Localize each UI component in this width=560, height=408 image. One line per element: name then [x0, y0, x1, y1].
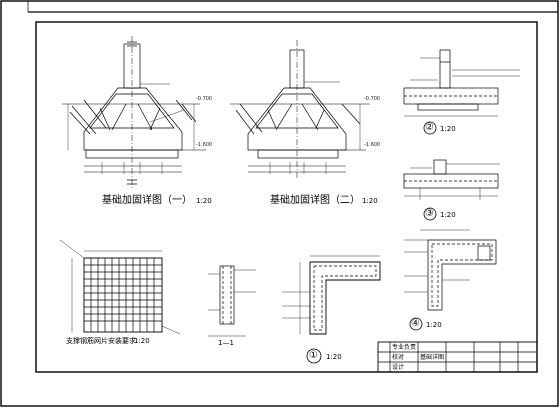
detail-2-drawing — [403, 49, 520, 135]
foundation-detail-2 — [230, 40, 370, 178]
title-block-drawing-name: 基础详图 — [420, 354, 445, 361]
detail3-marker — [423, 207, 437, 221]
foundation-detail-1 — [62, 36, 206, 190]
detail3-column — [433, 159, 447, 175]
detail4-marker — [409, 317, 423, 331]
level-label-d2-bottom: -1.600 — [364, 142, 381, 148]
base-slab-1 — [85, 149, 179, 159]
level-label-d1-top: -0.700 — [196, 96, 213, 102]
detail2-circle-number: ② — [425, 122, 434, 133]
base-slab-2 — [257, 149, 339, 159]
detail2-title: 基础加固详图（二） — [270, 195, 360, 206]
detail2-marker — [423, 121, 437, 135]
detail1-circle-number: ① — [309, 350, 318, 361]
grid-scale: 1:20 — [134, 337, 150, 345]
section-1-1-drawing — [208, 265, 256, 337]
level-label-d1-bottom: -1.600 — [196, 142, 213, 148]
detail-3-drawing — [403, 159, 500, 221]
detail4-circle-number: ④ — [411, 318, 420, 329]
title-block-grid — [377, 341, 538, 373]
title-block-jiaodui: 校对 — [392, 354, 405, 361]
grid-title: 支撑钢筋网片安装要求 — [66, 337, 136, 345]
detail1-scale: 1:20 — [196, 197, 212, 205]
detail2-column — [439, 49, 451, 89]
section-label: 1—1 — [218, 339, 234, 347]
detail3-circle-scale: 1:20 — [440, 211, 456, 219]
title-block-zhuanye: 专业负责 — [392, 344, 417, 351]
detail1-title: 基础加固详图（一） — [102, 195, 192, 206]
detail-4-drawing — [404, 229, 497, 331]
rebar-grid — [59, 239, 181, 335]
detail4-section — [427, 239, 497, 311]
title-block-sheji: 设计 — [392, 364, 405, 371]
detail4-circle-scale: 1:20 — [426, 321, 442, 329]
inner-frame — [35, 21, 538, 373]
level-label-d2-top: -0.700 — [364, 96, 381, 102]
detail1-marker — [306, 348, 322, 364]
detail2-circle-scale: 1:20 — [440, 125, 456, 133]
detail-1-drawing — [282, 255, 381, 364]
detail2-scale: 1:20 — [362, 197, 378, 205]
detail3-circle-number: ③ — [425, 208, 434, 219]
detail1-circle-scale: 1:20 — [326, 353, 342, 361]
